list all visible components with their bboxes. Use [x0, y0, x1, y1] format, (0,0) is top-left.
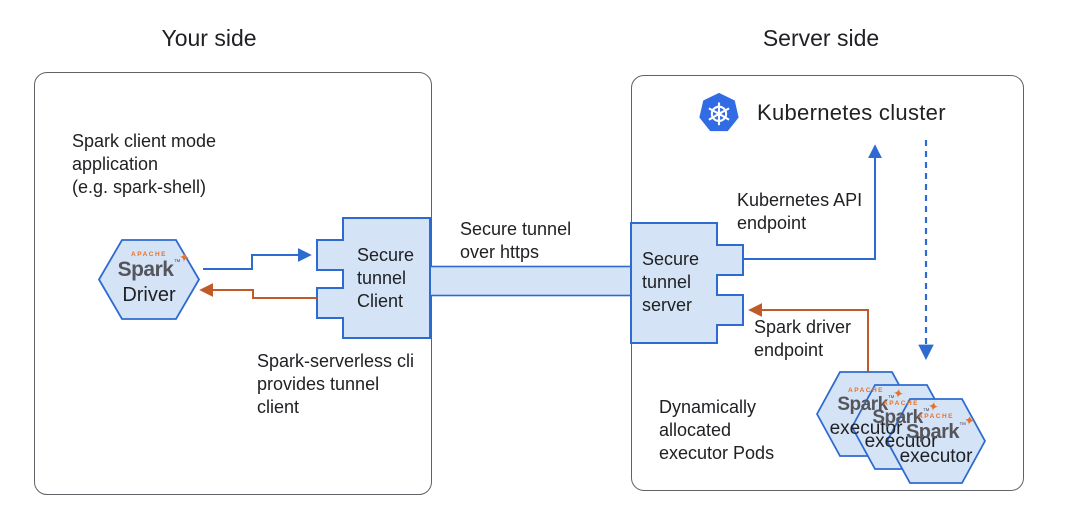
spark-driver-hexagon: APACHE Spark™ ✦ Driver — [98, 238, 200, 321]
client-app-description: Spark client mode application (e.g. spar… — [72, 131, 217, 197]
executor-hexagon: APACHE Spark™ ✦ executor — [816, 370, 916, 458]
kubernetes-cluster-label: Kubernetes cluster — [757, 100, 946, 125]
spark-star-icon: ✦ — [177, 249, 191, 266]
cli-note: Spark-serverless cli provides tunnel cli… — [257, 351, 415, 417]
executor-hexagon: APACHE Spark™ ✦ executor — [886, 397, 986, 485]
spark-star-icon: ✦ — [891, 385, 905, 402]
executor-label: executor — [899, 445, 973, 467]
spark-driver-endpoint-label: Spark driver endpoint — [754, 317, 852, 360]
your-side-title: Your side — [161, 25, 257, 51]
k8s-api-endpoint-label: Kubernetes API endpoint — [737, 190, 863, 233]
spark-star-icon: ✦ — [926, 398, 940, 415]
spark-logo: APACHE Spark™ ✦ — [872, 398, 940, 429]
tunnel-server-label: Secure tunnel server — [642, 249, 700, 315]
server-side-title: Server side — [762, 25, 880, 51]
secure-tunnel-label: Secure tunnel over https — [460, 219, 572, 262]
tunnel-client-label: Secure tunnel Client — [357, 245, 415, 311]
spark-logo: APACHE Spark™ ✦ — [837, 385, 905, 416]
executor-label: executor — [829, 418, 903, 440]
executor-label: executor — [864, 431, 938, 453]
driver-label: Driver — [122, 284, 176, 307]
executor-hexagon: APACHE Spark™ ✦ executor — [851, 383, 951, 471]
secure-tunnel-band — [429, 265, 632, 297]
spark-logo: APACHE Spark™ ✦ — [117, 249, 191, 282]
spark-star-icon: ✦ — [963, 412, 977, 429]
kubernetes-icon — [699, 92, 739, 132]
executor-pods-note: Dynamically allocated executor Pods — [659, 397, 775, 463]
spark-logo: APACHE Spark™ ✦ — [905, 412, 977, 443]
